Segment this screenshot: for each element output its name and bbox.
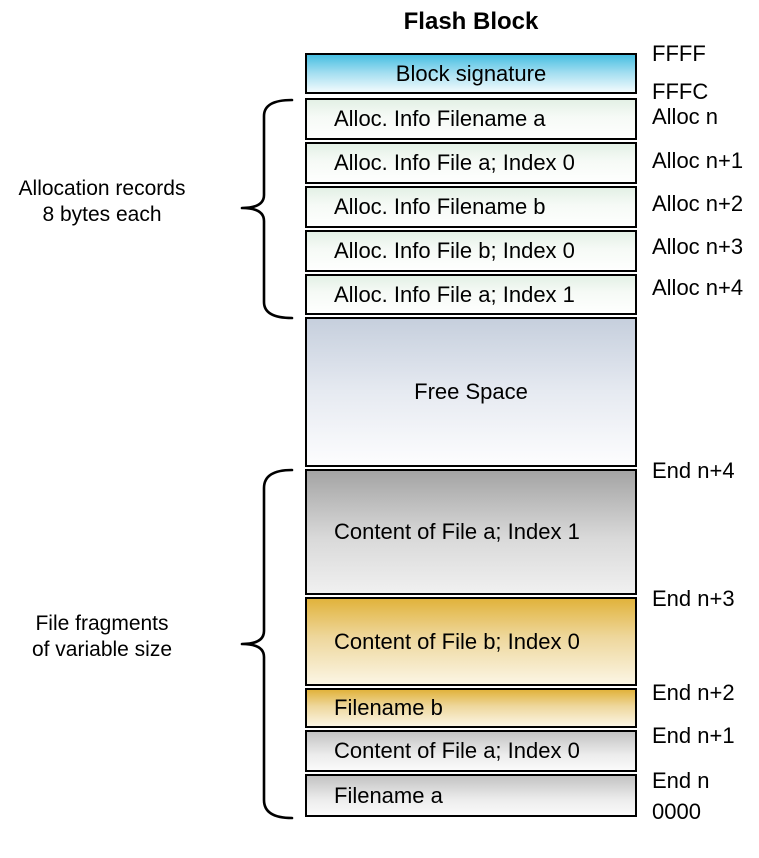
block-free-space: Free Space	[305, 317, 637, 467]
block-content-file-b-index-0: Content of File b; Index 0	[305, 597, 637, 686]
block-alloc-info-filename-b: Alloc. Info Filename b	[305, 186, 637, 228]
annotation-line: 8 bytes each	[42, 202, 162, 226]
allocation-records-brace-icon	[240, 98, 294, 320]
block-alloc-info-file-a-index-0: Alloc. Info File a; Index 0	[305, 142, 637, 184]
addr-fffc: FFFC	[652, 79, 709, 104]
addr-end-n1: End n+1	[652, 723, 735, 748]
addr-end-n3: End n+3	[652, 586, 735, 611]
addr-0000: 0000	[652, 799, 701, 824]
addr-alloc-n1: Alloc n+1	[652, 148, 744, 173]
block-label: Free Space	[414, 379, 528, 404]
block-label: Alloc. Info Filename a	[334, 106, 546, 131]
block-signature: Block signature	[305, 53, 637, 94]
annotation-line: of variable size	[31, 637, 173, 661]
block-content-file-a-index-0: Content of File a; Index 0	[305, 730, 637, 772]
block-filename-a: Filename a	[305, 774, 637, 817]
block-label: Alloc. Info Filename b	[334, 194, 546, 219]
block-label: Content of File a; Index 0	[334, 738, 580, 763]
annotation-line: Allocation records	[18, 177, 186, 200]
block-label: Alloc. Info File a; Index 1	[334, 281, 575, 307]
block-content-file-a-index-1: Content of File a; Index 1	[305, 469, 637, 595]
diagram-title: Flash Block	[403, 8, 539, 35]
addr-ffff: FFFF	[652, 41, 706, 66]
addr-alloc-n2: Alloc n+2	[652, 191, 744, 216]
block-label: Alloc. Info File b; Index 0	[334, 238, 575, 263]
block-alloc-info-file-a-index-1: Alloc. Info File a; Index 1	[305, 274, 637, 315]
addr-alloc-n3: Alloc n+3	[652, 234, 744, 259]
block-label: Block signature	[395, 60, 547, 86]
addr-end-n2: End n+2	[652, 680, 735, 705]
addr-alloc-n4: Alloc n+4	[652, 275, 744, 300]
block-label: Filename a	[334, 782, 443, 808]
file-fragments-brace-icon	[240, 468, 294, 820]
block-label: Content of File b; Index 0	[334, 628, 580, 654]
block-filename-b: Filename b	[305, 688, 637, 728]
file-fragments-annotation: File fragments of variable size	[0, 611, 212, 662]
annotation-line: File fragments	[35, 612, 169, 635]
allocation-records-annotation: Allocation records 8 bytes each	[0, 176, 212, 227]
addr-end-n4: End n+4	[652, 458, 735, 483]
block-alloc-info-file-b-index-0: Alloc. Info File b; Index 0	[305, 230, 637, 272]
block-label: Filename b	[334, 695, 443, 720]
addr-end-n: End n	[652, 768, 710, 793]
addr-alloc-n: Alloc n	[652, 104, 719, 129]
block-label: Content of File a; Index 1	[334, 519, 580, 544]
block-alloc-info-filename-a: Alloc. Info Filename a	[305, 98, 637, 140]
block-label: Alloc. Info File a; Index 0	[334, 150, 575, 175]
